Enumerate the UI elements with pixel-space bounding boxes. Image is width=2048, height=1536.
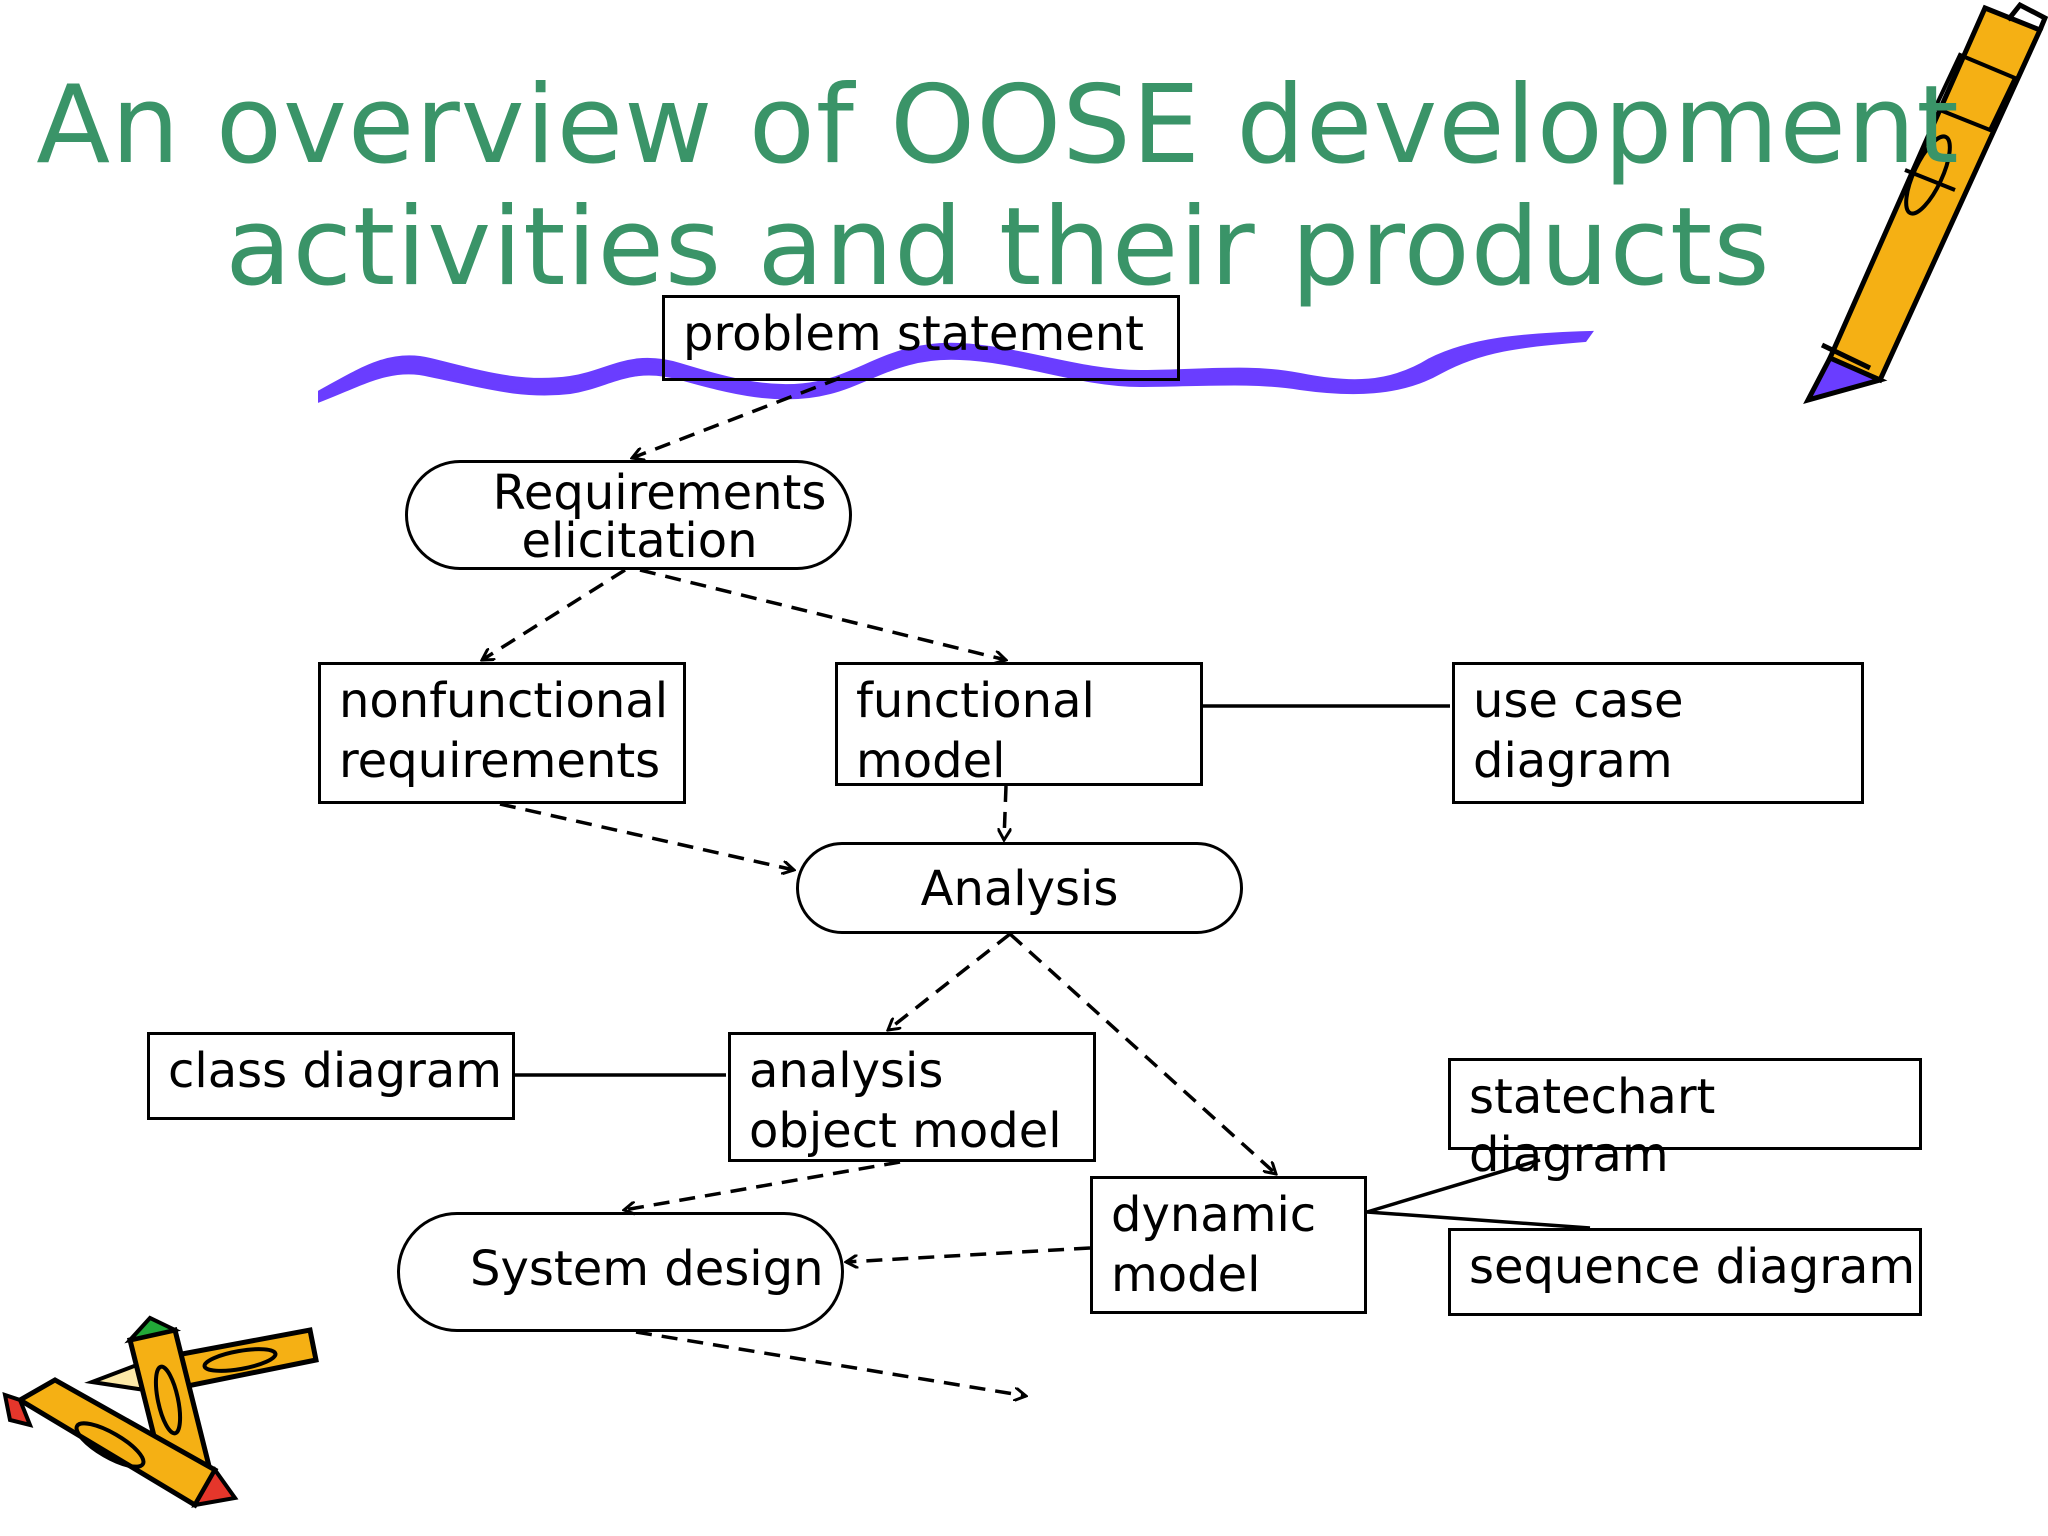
node-label-1: analysis [749,1043,944,1099]
node-label-1: Requirements [492,465,827,521]
node-label-1: dynamic [1111,1187,1317,1243]
problem-statement-node: problem statement [662,295,1180,381]
system-design-node: System design [397,1212,844,1332]
arrow-object-model-to-system-design [624,1160,901,1210]
line-dynamic-to-statechart [1366,1158,1541,1214]
node-label: System design [470,1241,824,1297]
sequence-diagram-node: sequence diagram [1448,1228,1922,1316]
node-label-1: statechart [1469,1069,1716,1125]
page-title-line-1: An overview of OOSE development [36,63,1960,188]
node-label-2: elicitation [521,513,758,569]
arrow-analysis-to-dynamic [1008,932,1276,1174]
statechart-diagram-node: statechart diagram [1448,1058,1922,1183]
node-label: class diagram [168,1043,503,1099]
page-title-line-2: activities and their products [225,185,1771,310]
node-label-2: model [856,733,1006,789]
arrow-nonfunctional-to-analysis [499,802,794,870]
pencils-icon [2,1315,319,1509]
node-label: sequence diagram [1469,1239,1916,1295]
analysis-object-model-node: analysis object model [728,1032,1096,1162]
node-label-2: diagram [1473,733,1673,789]
functional-model-node: functional model [835,662,1203,789]
node-label-1: use case [1473,673,1684,729]
node-label-1: nonfunctional [339,673,669,729]
nonfunctional-requirements-node: nonfunctional requirements [318,662,686,804]
arrow-requirements-to-functional [639,568,1006,660]
arrow-problem-to-requirements [632,376,841,458]
arrow-dynamic-to-system-design [846,1246,1091,1262]
squiggle-decoration [318,330,1594,403]
arrow-analysis-to-object-model [888,932,1012,1030]
node-label-2: requirements [339,733,661,789]
node-label-2: object model [749,1103,1062,1159]
analysis-node: Analysis [796,842,1243,934]
arrow-functional-to-analysis [1004,785,1006,840]
use-case-diagram-node: use case diagram [1452,662,1864,804]
node-label-2: model [1111,1247,1261,1303]
node-label: problem statement [683,306,1144,362]
line-dynamic-to-sequence [1366,1210,1591,1230]
dynamic-model-node: dynamic model [1090,1176,1367,1314]
node-label: Analysis [920,861,1119,917]
pencil-icon [1803,1,2048,404]
node-label-2: diagram [1469,1127,1669,1183]
class-diagram-node: class diagram [147,1032,515,1120]
node-label-1: functional [856,673,1095,729]
arrow-system-design-onward [635,1330,1026,1396]
arrow-requirements-to-nonfunctional [482,568,626,660]
requirements-elicitation-node: Requirements elicitation [405,460,852,570]
